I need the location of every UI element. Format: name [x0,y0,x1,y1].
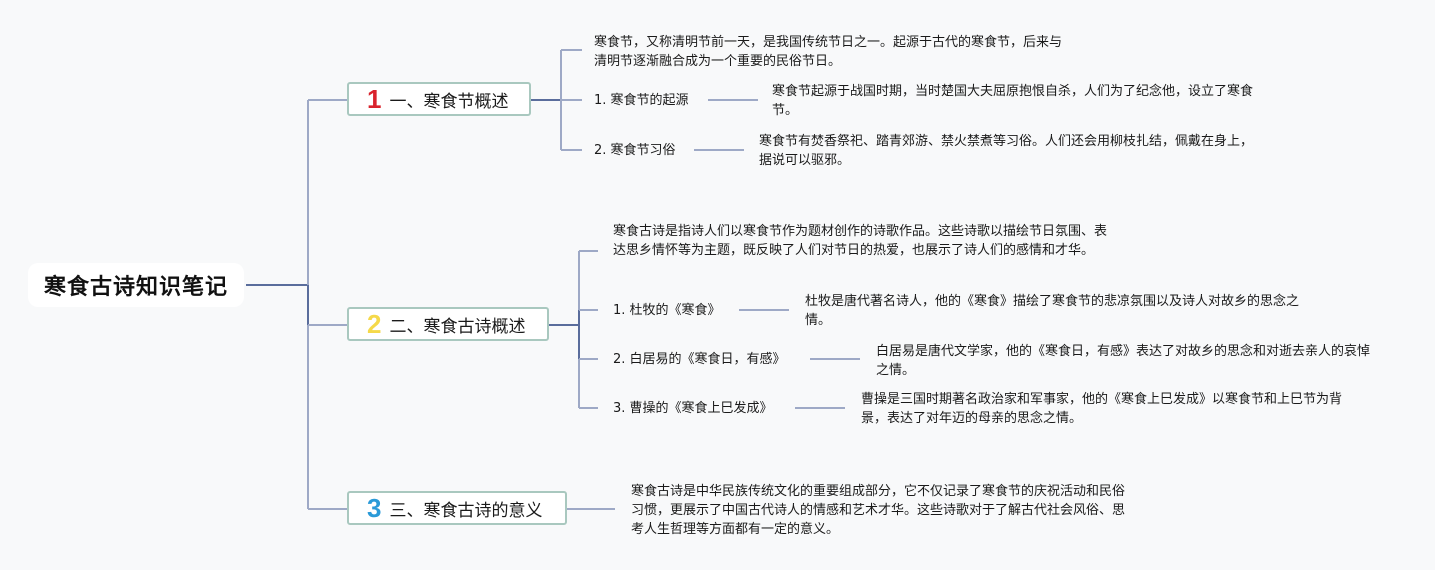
branch-node-1[interactable]: 1 一、寒食节概述 [347,82,531,116]
branch3-intro[interactable]: 寒食古诗是中华民族传统文化的重要组成部分，它不仅记录了寒食节的庆祝活动和民俗习惯… [631,484,1126,537]
branch-label: 二、寒食古诗概述 [389,316,526,337]
branch2-child1-label[interactable]: 1. 杜牧的《寒食》 [613,303,721,318]
number-3-icon: 3 [367,493,382,523]
branch2-intro[interactable]: 寒食古诗是指诗人们以寒食节作为题材创作的诗歌作品。这些诗歌以描绘节日氛围、表达思… [613,224,1108,258]
number-2-icon: 2 [367,309,382,339]
branch2-child1-text[interactable]: 杜牧是唐代著名诗人，他的《寒食》描绘了寒食节的悲凉氛围以及诗人对故乡的思念之情。 [805,294,1300,328]
branch1-child2-label[interactable]: 2. 寒食节习俗 [594,143,676,158]
branch2-child3-text[interactable]: 曹操是三国时期著名政治家和军事家，他的《寒食上巳发成》以寒食节和上巳节为背景，表… [861,392,1343,426]
branch1-child2-text[interactable]: 寒食节有焚香祭祀、踏青郊游、禁火禁煮等习俗。人们还会用柳枝扎结，佩戴在身上，据说… [759,134,1254,168]
branch1-child1-label[interactable]: 1. 寒食节的起源 [594,93,689,108]
branch-label: 一、寒食节概述 [389,91,509,112]
branch2-child2-text[interactable]: 白居易是唐代文学家，他的《寒食日，有感》表达了对故乡的思念和对逝去亲人的哀悼之情… [876,344,1371,378]
branch-node-3[interactable]: 3 三、寒食古诗的意义 [347,491,567,525]
branch2-child3-label[interactable]: 3. 曹操的《寒食上巳发成》 [613,401,773,416]
root-node[interactable]: 寒食古诗知识笔记 [28,263,244,307]
branch-label: 三、寒食古诗的意义 [389,500,543,521]
number-1-icon: 1 [367,84,382,114]
branch1-child1-text[interactable]: 寒食节起源于战国时期，当时楚国大夫屈原抱恨自杀，人们为了纪念他，设立了寒食节。 [772,84,1254,118]
root-title: 寒食古诗知识笔记 [43,275,228,300]
branch2-child2-label[interactable]: 2. 白居易的《寒食日，有感》 [613,352,786,367]
branch1-intro[interactable]: 寒食节，又称清明节前一天，是我国传统节日之一。起源于古代的寒食节，后来与清明节逐… [594,35,1063,69]
branch-node-2[interactable]: 2 二、寒食古诗概述 [347,307,549,341]
